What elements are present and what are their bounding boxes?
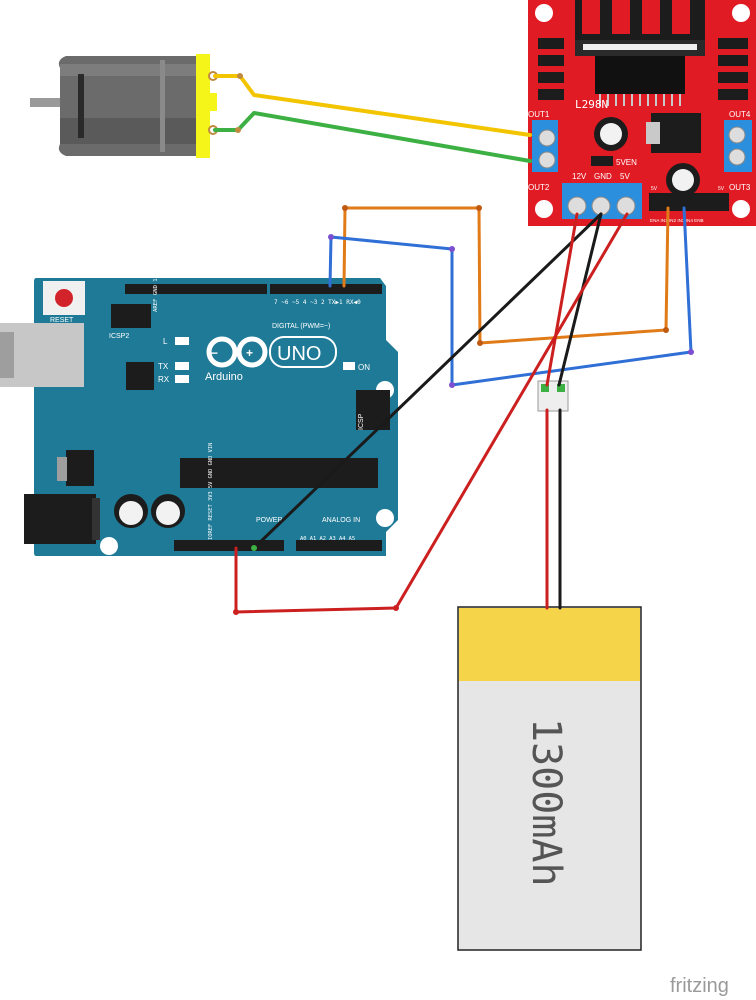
wire-red-5v [234,212,629,614]
pin-5v-label: 5V [620,172,630,181]
analog-label: ANALOG IN [322,517,360,524]
control-header [649,193,729,211]
pin-gnd-label: GND [594,172,612,181]
fritzing-watermark: fritzing [670,975,729,997]
mount-hole [535,200,553,218]
heatsink [575,0,705,94]
out1-label: OUT1 [528,110,550,119]
pin-12v-label: 12V [572,172,587,181]
atmega-chip [180,458,378,488]
out4-terminal [724,120,752,172]
svg-text:TX: TX [158,362,169,371]
svg-text:+: + [246,346,253,360]
out1-terminal [532,120,558,172]
wires [213,74,693,614]
icsp2-label: ICSP2 [109,333,129,340]
battery-pack: 1300mAh [457,606,642,951]
svg-text:L: L [163,337,168,346]
wire-bendpoints [233,73,694,615]
led-rx [175,375,189,383]
model-label: UNO [277,343,321,365]
out4-label: OUT4 [729,110,751,119]
out2-label: OUT2 [528,183,550,192]
diodes-left [538,38,564,100]
wire-black-gnd [252,212,603,550]
wire-blue [328,206,693,387]
icsp-label: ICSP [358,413,365,430]
power-label: POWER [256,517,282,524]
analog-header [296,540,382,551]
control-header-labels: ENA IN1 IN2 IN3 IN4 ENB [650,218,704,223]
dc-motor [30,54,218,158]
mount-hole [100,537,118,555]
jumper-label: 5VEN [616,158,637,167]
bottom-power-pin-labels: IOREF RESET 3V3 5V GND GND VIN [208,443,214,540]
diodes-right [718,38,748,100]
motor-shaft [30,98,60,107]
usb-chip [126,362,154,390]
arduino-uno-board: RESET ICSP2 AREF GND 13 12 ~11 ~10 ~9 8 … [0,220,398,556]
voltage-regulator [66,450,94,486]
led-l [175,337,189,345]
led-on [343,362,355,370]
wire-yellow [213,74,532,137]
top-pin-labels-right: 7 ~6 ~5 4 ~3 2 TX▶1 RX◀0 [274,299,361,306]
small-5v-left: 5V [651,186,658,192]
driver-ic-legs [599,94,681,106]
small-5v-right: 5V [718,186,725,192]
icsp2-header [111,304,151,328]
wire-green [213,111,532,163]
svg-text:−: − [211,346,218,360]
wire-red-battery [545,212,579,387]
battery-cap [459,608,640,681]
wire-orange [342,206,670,345]
arduino-infinity-logo [206,336,268,368]
power-header [174,540,284,551]
jumper-5ven [591,156,613,166]
brand-label: Arduino [205,371,243,383]
power-jack [24,494,96,544]
mount-hole [376,509,394,527]
motor-end-cap [196,54,210,158]
svg-text:RX: RX [158,375,170,384]
battery-capacity-label: 1300mAh [523,718,569,887]
wire-black-battery [557,212,603,387]
battery-connector [537,380,569,412]
reset-label: RESET [50,317,74,324]
bottom-analog-pin-labels: A0 A1 A2 A3 A4 A5 [300,536,355,542]
out3-label: OUT3 [729,183,751,192]
digital-label: DIGITAL (PWM=~) [272,323,330,330]
mount-hole [535,4,553,22]
mount-hole [732,4,750,22]
top-pin-labels: AREF GND 13 12 ~11 ~10 ~9 8 [153,220,159,312]
digital-header-right [270,284,382,294]
led-tx [175,362,189,370]
digital-header-left [125,284,267,294]
l298n-driver-board: L298N 5VEN OUT1 OUT2 OUT4 OUT3 12V GND 5… [528,0,756,226]
driver-title: L298N [575,98,608,111]
mount-hole [732,200,750,218]
svg-text:ON: ON [358,363,370,372]
